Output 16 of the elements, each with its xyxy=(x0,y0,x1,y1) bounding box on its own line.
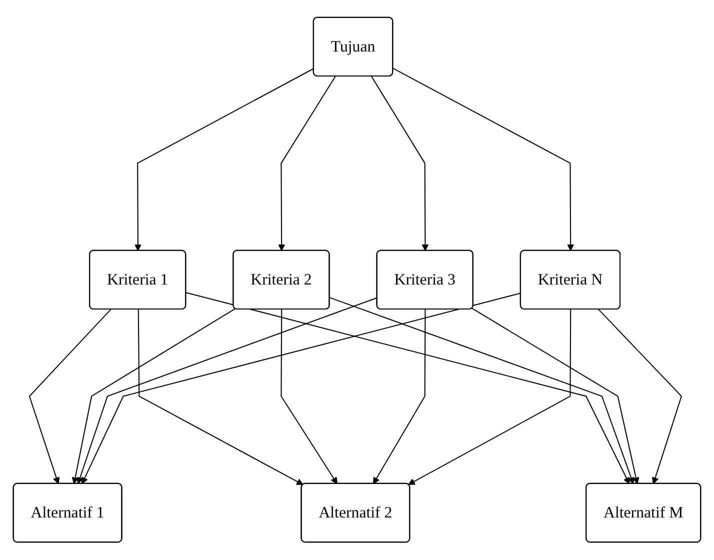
arrow xyxy=(134,68,314,252)
arrow xyxy=(278,76,336,252)
arrow xyxy=(72,308,236,484)
arrow xyxy=(598,309,682,484)
arrow xyxy=(186,292,630,484)
arrow xyxy=(371,76,429,252)
arrow xyxy=(329,297,634,484)
arrow xyxy=(138,310,304,486)
arrow xyxy=(408,310,572,486)
arrow xyxy=(472,308,640,484)
arrow xyxy=(28,309,112,484)
arrow xyxy=(76,298,378,484)
arrow xyxy=(280,310,338,484)
arrow xyxy=(392,68,574,252)
arrow xyxy=(82,292,521,484)
arrow xyxy=(373,310,426,484)
